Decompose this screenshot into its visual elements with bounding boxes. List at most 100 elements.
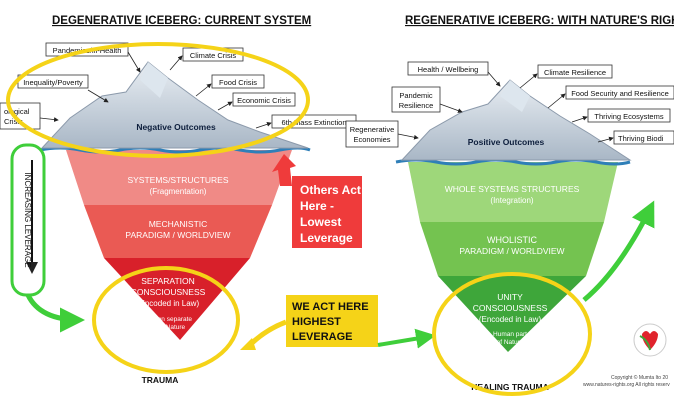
we-callout-line1: WE ACT HERE <box>292 301 369 313</box>
right-layer3-line5: of Nature <box>497 339 524 346</box>
left-layer2-line2: PARADIGM / WORLDVIEW <box>125 230 230 240</box>
box-food-security-label: Food Security and Resilience <box>571 89 669 98</box>
arrow-biodiversity <box>597 136 614 143</box>
box-thriving-ecosystems <box>587 108 671 123</box>
right-water-line <box>395 158 631 166</box>
box-health-wellbeing-label: Health / Wellbeing <box>418 65 479 74</box>
left-tip-label: Negative Outcomes <box>136 122 216 132</box>
we-callout-left-arrowhead <box>240 338 256 350</box>
right-layer1-line1: WHOLE SYSTEMS STRUCTURES <box>445 184 580 194</box>
left-consciousness-circle <box>92 266 240 374</box>
arrow-climate-resilience <box>519 73 538 89</box>
box-pandemic-line2: Resilience <box>399 101 434 110</box>
others-callout-line1: Others Act <box>300 183 361 197</box>
arrow-extinction <box>255 121 272 129</box>
right-layer2-line1: WHOLISTIC <box>487 235 538 245</box>
right-uplift-arrow <box>582 200 655 302</box>
leverage-label: INCREASING LEVERAGE <box>23 172 32 267</box>
arrow-food-security <box>547 93 566 109</box>
left-layer3-line4: Human separate <box>144 316 192 323</box>
arrow-ill-health <box>127 51 141 73</box>
box-ecological-line1: ological <box>4 107 30 116</box>
box-inequality-label: Inequality/Poverty <box>23 78 83 87</box>
footer-copyright: Copyright © Mumta Ito 20 <box>611 374 668 381</box>
arrow-ecosystems <box>571 115 588 123</box>
right-layer-consciousness <box>438 276 586 352</box>
arrow-economic <box>217 101 233 111</box>
right-layer-paradigm <box>420 222 604 276</box>
arrow-inequality <box>87 89 109 103</box>
left-layer1-line1: SYSTEMS/STRUCTURES <box>127 175 228 185</box>
box-ecological-crisis <box>0 102 41 130</box>
right-layer1-line2: (Integration) <box>490 196 533 205</box>
left-iceberg: Negative Outcomes SYSTEMS/STRUCTURES (Fr… <box>39 61 311 385</box>
we-callout-line3: LEVERAGE <box>292 331 353 343</box>
right-layer3-line3: (Encoded in Law) <box>479 315 542 324</box>
we-callout-left-arrow <box>248 319 287 347</box>
we-callout-box <box>286 295 378 347</box>
right-bottom-label: HEALING TRAUMA <box>471 382 548 392</box>
right-iceberg: Positive Outcomes WHOLE SYSTEMS STRUCTUR… <box>395 79 632 392</box>
right-outcome-boxes: Health / Wellbeing Climate Resilience Pa… <box>345 61 674 148</box>
we-act-callout: WE ACT HERE HIGHEST LEVERAGE <box>240 295 436 350</box>
left-tip-highlight-ellipse <box>6 42 310 158</box>
box-economic-crisis-label: Economic Crisis <box>237 96 291 105</box>
left-layer-consciousness <box>104 258 250 340</box>
box-thriving-biodiversity-label: Thriving Biodi <box>618 134 664 143</box>
others-callout-box <box>292 176 362 248</box>
others-callout-line3: Lowest <box>300 215 341 229</box>
box-climate-resilience <box>537 64 613 79</box>
box-thriving-biodiversity <box>613 130 674 145</box>
left-bottom-label: TRAUMA <box>142 375 179 385</box>
box-food-crisis <box>211 74 265 89</box>
box-food-security <box>565 85 674 100</box>
right-layer3-line1: UNITY <box>497 292 523 302</box>
box-climate-crisis-label: Climate Crisis <box>190 51 237 60</box>
left-layer1-line2: (Fragmentation) <box>150 187 207 196</box>
arrow-health <box>487 71 501 87</box>
left-title: DEGENERATIVE ICEBERG: CURRENT SYSTEM <box>52 15 311 27</box>
box-mass-extinction-label: 6th Mass Extinction <box>281 118 346 127</box>
box-ecological-line2: Crisis <box>4 117 23 126</box>
increasing-leverage-indicator: INCREASING LEVERAGE <box>10 143 85 333</box>
box-regenerative-line2: Economies <box>353 135 390 144</box>
we-callout-line2: HIGHEST <box>292 316 341 328</box>
arrow-food <box>195 83 212 97</box>
box-climate-resilience-label: Climate Resilience <box>544 68 606 77</box>
footer-site: www.natures-rights.org All rights reserv <box>583 382 670 388</box>
arrow-pandemic <box>439 103 463 113</box>
left-layer3-line5: from Nature <box>151 324 186 331</box>
box-regenerative-line1: Regenerative <box>350 125 395 134</box>
left-layer2-line1: MECHANISTIC <box>149 219 208 229</box>
left-layer3-line3: (Encoded in Law) <box>137 299 200 308</box>
left-layer3-line2: CONSCIOUSNESS <box>131 287 206 297</box>
arrow-ecological <box>39 117 59 122</box>
leverage-curve-arrow <box>25 293 85 333</box>
box-economic-crisis <box>232 92 296 107</box>
box-pandemic-line1: Pandemic <box>399 91 433 100</box>
logo-leaf-icon <box>639 335 651 351</box>
right-ice-highlight <box>500 80 530 112</box>
logo-heart-icon <box>642 331 658 350</box>
right-consciousness-circle <box>432 272 592 396</box>
box-food-crisis-label: Food Crisis <box>219 78 257 87</box>
left-ice-highlight <box>140 62 168 98</box>
box-thriving-ecosystems-label: Thriving Ecosystems <box>594 112 663 121</box>
left-layer-paradigm <box>84 205 272 258</box>
right-layer-systems <box>408 162 618 222</box>
we-callout-right-arrow <box>377 328 436 349</box>
arrow-climate <box>169 55 183 71</box>
box-pandemic-resilience <box>391 86 441 113</box>
right-tip-label: Positive Outcomes <box>468 137 545 147</box>
right-layer3-line4: Human part <box>493 331 527 338</box>
natures-rights-logo <box>633 323 667 357</box>
arrow-regenerative <box>397 133 419 140</box>
others-callout-arrowhead <box>272 154 296 186</box>
right-layer2-line2: PARADIGM / WORLDVIEW <box>459 246 564 256</box>
others-callout-line2: Here - <box>300 199 334 213</box>
others-callout-line4: Leverage <box>300 231 353 245</box>
right-layer3-line2: CONSCIOUSNESS <box>473 303 548 313</box>
left-layer-systems <box>66 150 292 205</box>
left-layer3-line1: SEPARATION <box>141 276 195 286</box>
